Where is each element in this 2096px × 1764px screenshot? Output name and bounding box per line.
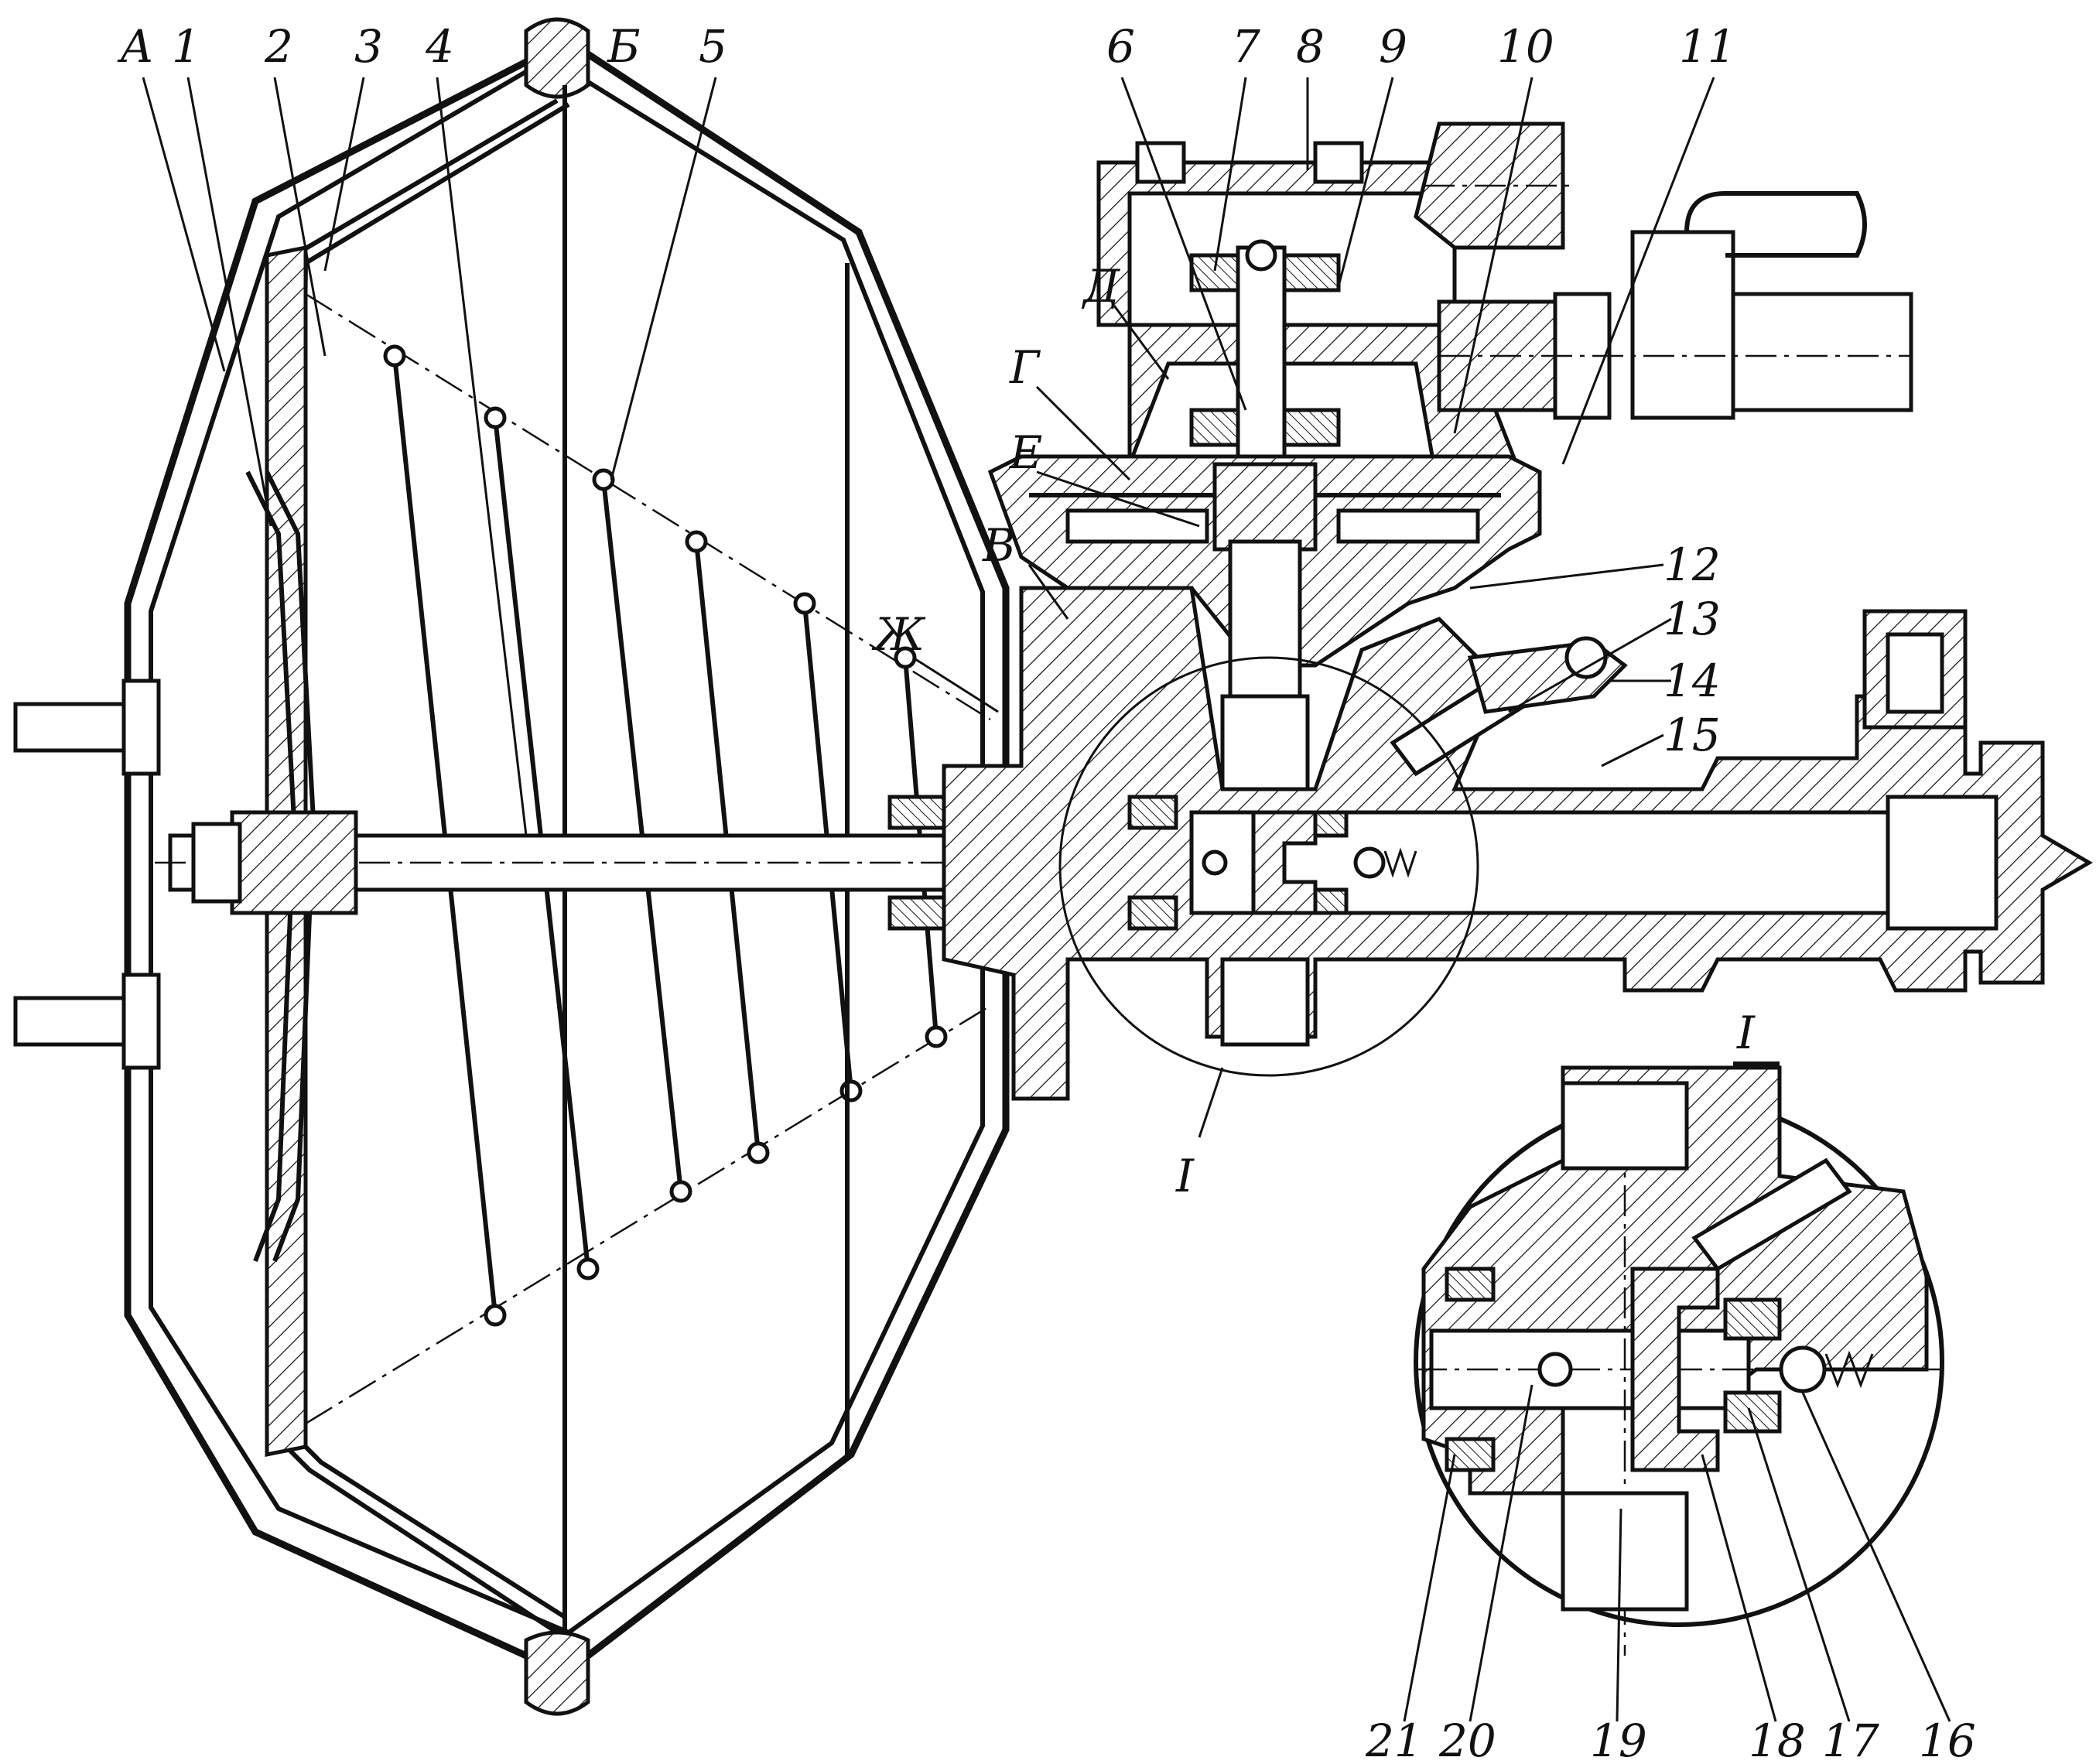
label-Zh: Ж	[871, 608, 926, 661]
label-14: 14	[1663, 655, 1721, 707]
label-17: 17	[1822, 1714, 1879, 1764]
label-13: 13	[1663, 593, 1721, 645]
label-19: 19	[1590, 1714, 1647, 1764]
callout-labels: А 1 2 3 4 Б 5 6 7 8 9 10 11 Д Г Е В 12 1…	[117, 20, 1976, 1764]
label-G: Г	[1009, 341, 1041, 394]
detail-circle-marker	[1058, 656, 1479, 1077]
label-21: 21	[1365, 1714, 1423, 1764]
label-I-marker: I	[1175, 1150, 1195, 1202]
label-9: 9	[1379, 20, 1407, 73]
label-20: 20	[1438, 1714, 1496, 1764]
label-D: Д	[1081, 260, 1121, 313]
mounting-stud-lower	[13, 973, 161, 1070]
master-cylinder-body	[887, 586, 2093, 1101]
label-4: 4	[425, 20, 454, 73]
label-7: 7	[1232, 20, 1260, 73]
label-10: 10	[1497, 20, 1554, 73]
label-16: 16	[1919, 1714, 1976, 1764]
label-8: 8	[1296, 20, 1325, 73]
booster-housing	[13, 17, 1010, 1716]
valve-diaphragm-housing	[987, 454, 1542, 807]
label-E: Е	[1009, 426, 1042, 479]
label-I-detail: I	[1736, 1007, 1756, 1059]
label-V: В	[982, 519, 1016, 572]
label-11: 11	[1679, 20, 1736, 73]
label-15: 15	[1663, 709, 1721, 761]
label-3: 3	[354, 20, 383, 73]
label-1: 1	[172, 20, 200, 73]
detail-view-I	[1414, 1065, 1944, 1656]
label-6: 6	[1106, 20, 1135, 73]
label-18: 18	[1749, 1714, 1806, 1764]
label-A: А	[117, 20, 154, 73]
label-B: Б	[607, 20, 641, 73]
mounting-stud-upper	[13, 679, 161, 776]
label-12: 12	[1663, 538, 1721, 591]
leader-lines	[142, 77, 1951, 1722]
label-2: 2	[264, 20, 293, 73]
label-5: 5	[699, 20, 727, 73]
control-valve-body	[1096, 121, 1913, 498]
